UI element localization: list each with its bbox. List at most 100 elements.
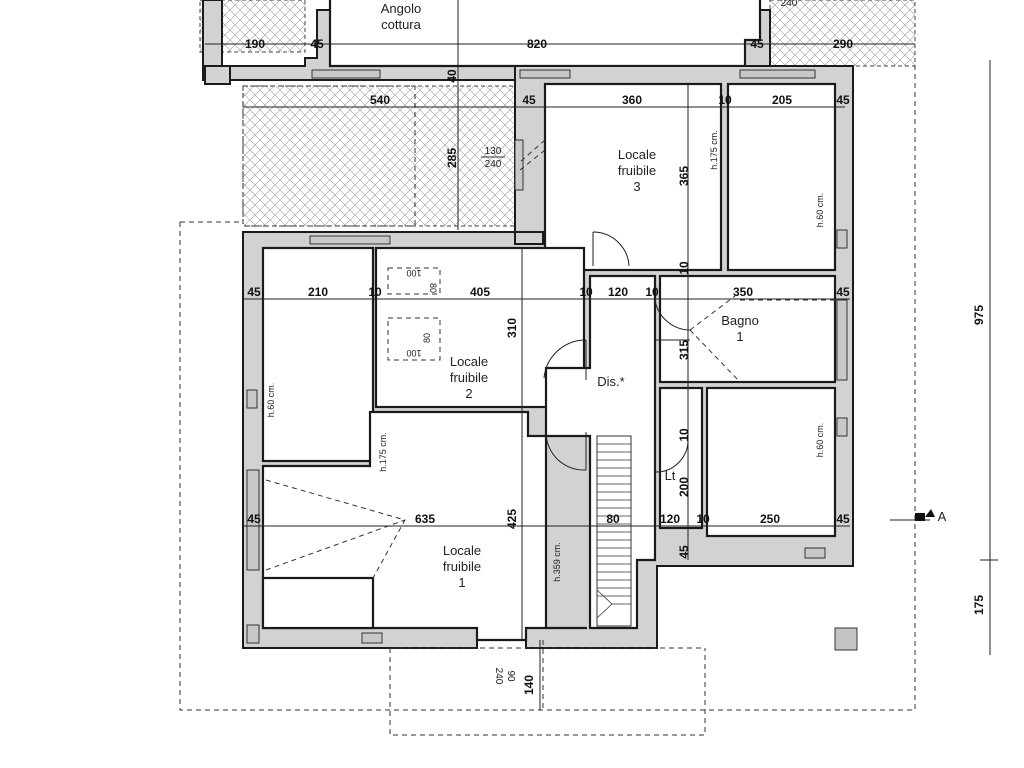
bed-1 bbox=[387, 267, 441, 295]
dim-r3-10c: 10 bbox=[645, 285, 659, 299]
dim-top-820: 820 bbox=[527, 37, 547, 51]
height-175-a: h.175 cm. bbox=[709, 130, 719, 170]
dim-top-45a: 45 bbox=[310, 37, 324, 51]
bed1-width: 100 bbox=[406, 268, 421, 278]
dim-top-290: 290 bbox=[833, 37, 853, 51]
window-12 bbox=[836, 299, 848, 381]
dim-r2-10: 10 bbox=[718, 93, 732, 107]
door-lift bbox=[654, 439, 689, 473]
dim-r4-45a: 45 bbox=[247, 512, 261, 526]
dim-r3-120: 120 bbox=[608, 285, 628, 299]
label-locale2-2: fruibile bbox=[450, 370, 488, 385]
dim-top-190: 190 bbox=[245, 37, 265, 51]
height-60-c: h.60 cm. bbox=[815, 423, 825, 458]
bed1-length: 80 bbox=[428, 283, 438, 293]
room-closet-left bbox=[261, 246, 375, 463]
bed2-length: 100 bbox=[406, 348, 421, 358]
window-11 bbox=[514, 139, 524, 191]
room-closet-right bbox=[705, 386, 837, 538]
dim-r2-360: 360 bbox=[622, 93, 642, 107]
top-left-wall-piece bbox=[204, 65, 231, 85]
label-lift: Lt bbox=[665, 468, 676, 483]
door-locale1 bbox=[545, 431, 587, 471]
dim-r2-45b: 45 bbox=[836, 93, 850, 107]
section-marker-label: A bbox=[938, 509, 947, 524]
top-room-floor bbox=[328, 0, 762, 68]
room-locale3 bbox=[543, 82, 723, 272]
footprint-outline bbox=[179, 66, 916, 736]
dim-top-45b: 45 bbox=[750, 37, 764, 51]
dim-r3-350: 350 bbox=[733, 285, 753, 299]
dim-r3-10a: 10 bbox=[368, 285, 382, 299]
label-locale1-1: Locale bbox=[443, 543, 481, 558]
pillar-marker bbox=[834, 627, 858, 651]
bed-2 bbox=[387, 317, 441, 361]
window-3 bbox=[739, 69, 816, 79]
label-bagno-1: Bagno bbox=[721, 313, 759, 328]
dim-v-315: 315 bbox=[677, 340, 691, 360]
dim-v-40: 40 bbox=[445, 69, 459, 83]
dim-right-975: 975 bbox=[972, 305, 986, 325]
dim-r4-635: 635 bbox=[415, 512, 435, 526]
label-locale2-1: Locale bbox=[450, 354, 488, 369]
terrace-top-left bbox=[199, 0, 306, 53]
window-2 bbox=[519, 69, 571, 79]
ratio-90: 90 bbox=[505, 670, 516, 682]
label-angolo-cottura-1: Angolo bbox=[381, 1, 421, 16]
label-angolo-cottura-2: cottura bbox=[381, 17, 422, 32]
diag-locale3 bbox=[519, 139, 546, 171]
ratio-240b: 240 bbox=[493, 668, 504, 685]
room-bagno bbox=[658, 274, 837, 384]
diag-locale1 bbox=[265, 479, 406, 579]
label-dis: Dis.* bbox=[597, 374, 624, 389]
stair-winder bbox=[596, 589, 631, 619]
window-9 bbox=[361, 632, 383, 644]
dim-r4-45b: 45 bbox=[836, 512, 850, 526]
dim-v-310: 310 bbox=[505, 318, 519, 338]
dim-v-10a: 10 bbox=[677, 261, 691, 275]
door-bagno bbox=[654, 299, 691, 341]
diag-bagno bbox=[689, 295, 835, 383]
bed2-width: 80 bbox=[422, 333, 432, 343]
height-359: h.359 cm. bbox=[552, 542, 562, 582]
dim-r2-45a: 45 bbox=[522, 93, 536, 107]
dim-v-425: 425 bbox=[505, 509, 519, 529]
dim-v-365: 365 bbox=[677, 166, 691, 186]
window-8 bbox=[246, 624, 260, 644]
top-partial-240: 240 bbox=[781, 0, 798, 9]
height-175-b: h.175 cm. bbox=[378, 432, 388, 472]
section-marker-icon bbox=[915, 509, 935, 521]
staircase bbox=[596, 435, 632, 627]
label-locale3-3: 3 bbox=[633, 179, 640, 194]
dim-r2-205: 205 bbox=[772, 93, 792, 107]
label-locale3-2: fruibile bbox=[618, 163, 656, 178]
label-bagno-2: 1 bbox=[736, 329, 743, 344]
window-7 bbox=[836, 417, 848, 437]
dimension-lines bbox=[205, 0, 998, 710]
dim-r3-210: 210 bbox=[308, 285, 328, 299]
dim-v-45: 45 bbox=[677, 545, 691, 559]
dim-v-10b: 10 bbox=[677, 428, 691, 442]
door-locale2 bbox=[543, 339, 587, 380]
dim-v-200: 200 bbox=[677, 477, 691, 497]
dim-r4-80: 80 bbox=[606, 512, 620, 526]
terrace-mid-left bbox=[242, 85, 516, 227]
label-locale3-1: Locale bbox=[618, 147, 656, 162]
room-closet-midright bbox=[658, 386, 704, 530]
dim-r4-250: 250 bbox=[760, 512, 780, 526]
dim-r2-540: 540 bbox=[370, 93, 390, 107]
dim-v-285: 285 bbox=[445, 148, 459, 168]
label-locale1-2: fruibile bbox=[443, 559, 481, 574]
dim-r3-45b: 45 bbox=[836, 285, 850, 299]
terrace-mid-inner bbox=[242, 85, 416, 227]
window-10 bbox=[804, 547, 826, 559]
label-locale1-3: 1 bbox=[458, 575, 465, 590]
ratio-130: 130 bbox=[485, 146, 502, 157]
window-4 bbox=[309, 235, 391, 245]
dim-r3-45a: 45 bbox=[247, 285, 261, 299]
room-closet-top bbox=[726, 82, 837, 272]
dim-r3-10b: 10 bbox=[579, 285, 593, 299]
window-13 bbox=[246, 469, 260, 571]
room-closet-bottom bbox=[261, 576, 375, 630]
